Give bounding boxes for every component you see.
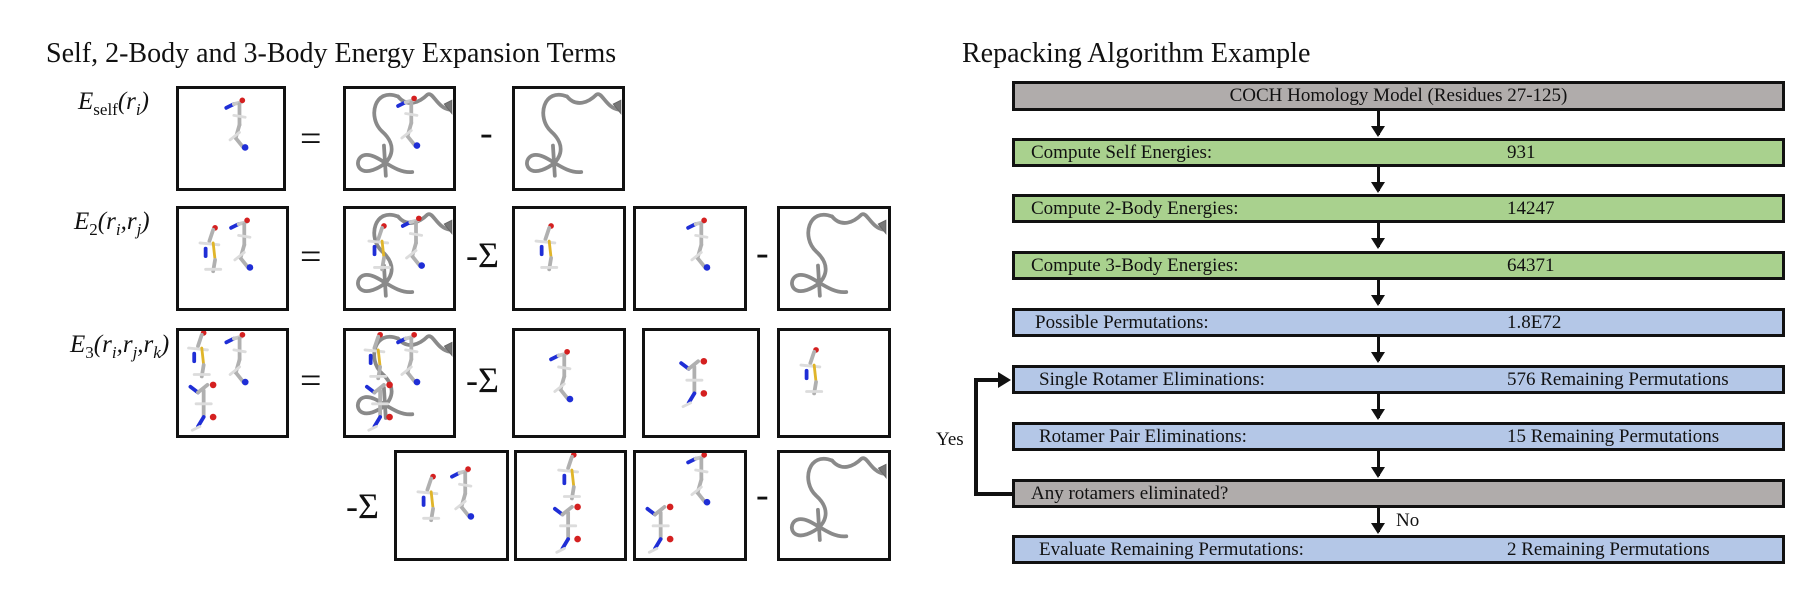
step-label: Rotamer Pair Eliminations: — [1039, 425, 1247, 447]
residues-ik-icon — [645, 453, 713, 555]
panel-residues-ijk — [176, 328, 289, 438]
label-e3: E3(ri,rj,rk) — [70, 331, 170, 362]
yes-loop-line — [974, 378, 978, 496]
step-possible-permutations: Possible Permutations: 1.8E72 — [1012, 308, 1785, 337]
step-value: 14247 — [1507, 197, 1555, 219]
equals-sign: = — [300, 118, 322, 160]
panel-residue-k — [642, 328, 760, 438]
panel-residues-ij — [176, 206, 289, 311]
panel-backbone — [777, 450, 891, 561]
minus-sign: - — [756, 232, 769, 274]
step-label: Single Rotamer Eliminations: — [1039, 368, 1265, 390]
yes-loop-top — [974, 378, 1000, 382]
backbone-icon — [525, 92, 622, 178]
step-value: 576 Remaining Permutations — [1507, 368, 1729, 390]
arrow-down-icon — [1371, 508, 1385, 534]
step-3body-energies: Compute 3-Body Energies: 64371 — [1012, 251, 1785, 280]
step-value: 931 — [1507, 141, 1536, 163]
yes-loop-bottom — [974, 492, 1014, 496]
residue-k-icon — [679, 356, 710, 409]
residues-jk-icon — [553, 453, 583, 555]
minus-sign: - — [480, 112, 493, 154]
step-label: Compute 2-Body Energies: — [1031, 197, 1239, 219]
step-label: COCH Homology Model (Residues 27-125) — [1229, 85, 1568, 106]
step-value: 64371 — [1507, 254, 1555, 276]
residue-j-icon — [534, 221, 559, 272]
step-any-rotamers-eliminated: Any rotamers eliminated? — [1012, 479, 1785, 508]
minus-sigma: -Σ — [346, 486, 379, 526]
panel-residue-j — [777, 328, 891, 438]
residue-j-icon — [799, 345, 824, 396]
panel-residues-jk — [514, 450, 627, 561]
backbone-icon — [790, 212, 888, 298]
arrow-down-icon — [1371, 111, 1385, 137]
arrow-right-icon — [998, 372, 1011, 388]
equals-sign: = — [300, 236, 322, 278]
arrow-down-icon — [1371, 451, 1385, 478]
step-self-energies: Compute Self Energies: 931 — [1012, 138, 1785, 167]
panel-residue-i — [512, 328, 626, 438]
step-label: Evaluate Remaining Permutations: — [1039, 538, 1304, 560]
step-evaluate-remaining: Evaluate Remaining Permutations: 2 Remai… — [1012, 535, 1785, 564]
backbone-icon — [789, 456, 888, 542]
equals-sign: = — [300, 360, 322, 402]
step-rotamer-pair-eliminations: Rotamer Pair Eliminations: 15 Remaining … — [1012, 422, 1785, 451]
minus-sigma: -Σ — [466, 360, 499, 400]
step-2body-energies: Compute 2-Body Energies: 14247 — [1012, 194, 1785, 223]
label-e-self: Eself(ri) — [78, 88, 149, 119]
residues-ijk-icon — [186, 331, 251, 433]
residue-i-icon — [549, 347, 576, 405]
step-label: Compute Self Energies: — [1031, 141, 1213, 163]
step-value: 1.8E72 — [1507, 311, 1562, 333]
backbone-residue-icon — [356, 92, 453, 178]
step-value: 2 Remaining Permutations — [1507, 538, 1710, 560]
panel-residues-ij — [394, 450, 509, 561]
branch-yes-label: Yes — [936, 429, 964, 450]
arrow-down-icon — [1371, 394, 1385, 420]
minus-sign: - — [756, 474, 769, 516]
residue-i-icon — [686, 215, 713, 273]
step-label: Any rotamers eliminated? — [1031, 482, 1229, 504]
label-e2: E2(ri,rj) — [74, 208, 150, 239]
left-title: Self, 2-Body and 3-Body Energy Expansion… — [46, 38, 617, 69]
branch-no-label: No — [1396, 510, 1420, 531]
panel-backbone-with-residue-i — [343, 86, 456, 191]
minus-sigma: -Σ — [466, 235, 499, 275]
step-homology-model: COCH Homology Model (Residues 27-125) — [1012, 81, 1785, 111]
step-single-rotamer-eliminations: Single Rotamer Eliminations: 576 Remaini… — [1012, 365, 1785, 394]
step-value: 15 Remaining Permutations — [1507, 425, 1720, 447]
panel-backbone-with-residues-ijk — [343, 328, 456, 438]
backbone-residues-icon — [356, 212, 453, 298]
panel-residues-ik — [633, 450, 747, 561]
residues-ij-icon — [416, 464, 477, 523]
panel-backbone-with-residues-ij — [343, 206, 456, 311]
step-label: Compute 3-Body Energies: — [1031, 254, 1239, 276]
arrow-down-icon — [1371, 223, 1385, 249]
backbone-residues-icon — [355, 331, 453, 433]
panel-residue-j — [512, 206, 626, 311]
arrow-down-icon — [1371, 337, 1385, 363]
step-label: Possible Permutations: — [1035, 311, 1209, 333]
residues-ij-icon — [198, 215, 256, 274]
panel-residue-i — [633, 206, 747, 311]
panel-backbone — [777, 206, 891, 311]
arrow-down-icon — [1371, 280, 1385, 306]
residue-i-icon — [224, 95, 251, 153]
arrow-down-icon — [1371, 167, 1385, 193]
panel-residue-i — [176, 86, 286, 191]
panel-backbone — [512, 86, 625, 191]
right-title: Repacking Algorithm Example — [962, 38, 1311, 69]
